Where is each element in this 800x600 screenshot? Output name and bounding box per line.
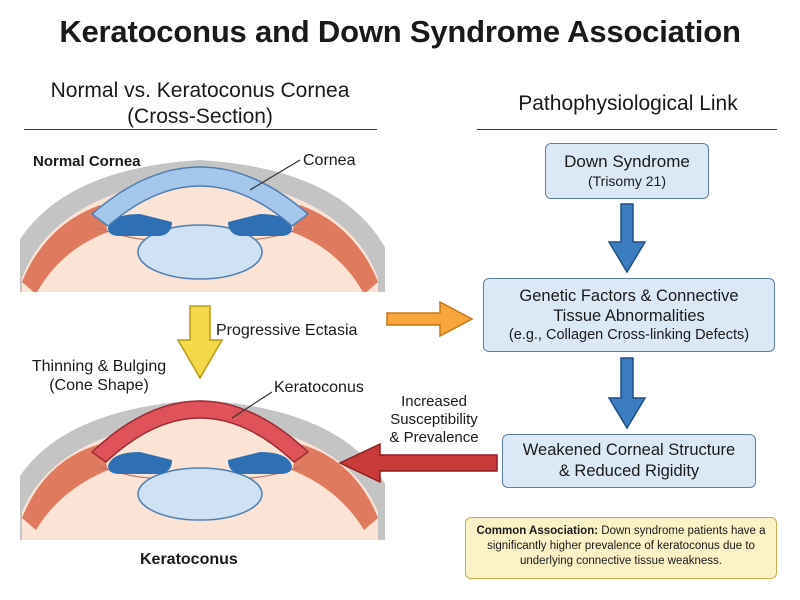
flow-box1-line1: Down Syndrome <box>564 152 690 171</box>
shape-change-label: Thinning & Bulging (Cone Shape) <box>14 357 184 395</box>
page-title: Keratoconus and Down Syndrome Associatio… <box>59 14 741 49</box>
flow-arrow-2 <box>607 357 647 430</box>
kc-iris-right <box>228 452 292 474</box>
keratoconus-eye <box>20 400 385 540</box>
right-header: Pathophysiological Link <box>518 92 738 115</box>
right-header-divider <box>477 129 777 130</box>
progressive-ectasia-label: Progressive Ectasia <box>216 322 358 339</box>
note-lead: Common Association: <box>476 525 599 537</box>
normal-lens <box>137 224 263 280</box>
flow-box2-line3: (e.g., Collagen Cross-linking Defects) <box>508 326 750 343</box>
kc-ciliary-left <box>22 444 108 530</box>
orange-link-arrow <box>386 300 474 338</box>
normal-eye <box>20 160 385 292</box>
flow-box1-line2: (Trisomy 21) <box>587 173 667 189</box>
shape-change-line1: Thinning & Bulging <box>31 358 167 375</box>
kc-callout: Keratoconus <box>274 379 364 396</box>
flow-box-genetic-factors: Genetic Factors & Connective Tissue Abno… <box>483 278 775 352</box>
normal-iris-right <box>228 214 292 236</box>
flow-box-weakened-structure: Weakened Corneal Structure & Reduced Rig… <box>502 434 756 488</box>
normal-callout-line <box>249 159 301 191</box>
left-header: Normal vs. Keratoconus Cornea (Cross-Sec… <box>20 78 380 130</box>
kc-callout-line <box>231 391 273 419</box>
flow-arrow-1 <box>607 203 647 274</box>
susceptibility-label: Increased Susceptibility & Prevalence <box>370 393 498 447</box>
kc-lens <box>137 467 263 521</box>
kc-iris-left <box>108 452 172 474</box>
progressive-ectasia-arrow <box>176 305 224 380</box>
normal-cornea-heading: Normal Cornea <box>33 153 141 170</box>
note-body: Down syndrome patients have a significan… <box>487 525 766 567</box>
kc-cornea <box>90 400 310 463</box>
susceptibility-line2: Susceptibility <box>390 411 478 428</box>
common-association-note: Common Association: Down syndrome patien… <box>465 517 777 579</box>
flow-box3-line2: & Reduced Rigidity <box>558 462 700 480</box>
left-header-divider <box>24 129 377 130</box>
return-arrow <box>338 442 498 484</box>
left-header-line1: Normal vs. Keratoconus Cornea <box>50 79 350 102</box>
kc-heading: Keratoconus <box>140 551 238 568</box>
normal-ciliary-right <box>292 205 378 292</box>
susceptibility-line3: & Prevalence <box>389 429 479 446</box>
flow-box2-line1: Genetic Factors & Connective <box>519 286 739 305</box>
normal-cornea <box>90 166 310 227</box>
flow-box2-line2: Tissue Abnormalities <box>553 306 705 325</box>
normal-ciliary-left <box>22 205 108 292</box>
normal-cornea-callout: Cornea <box>303 152 356 169</box>
left-header-line2: (Cross-Section) <box>127 105 273 128</box>
susceptibility-line1: Increased <box>401 393 467 410</box>
shape-change-line2: (Cone Shape) <box>49 377 149 394</box>
flow-box-down-syndrome: Down Syndrome (Trisomy 21) <box>545 143 709 199</box>
flow-box3-line1: Weakened Corneal Structure <box>522 441 736 459</box>
kc-ciliary-right <box>292 444 378 530</box>
normal-iris-left <box>108 214 172 236</box>
